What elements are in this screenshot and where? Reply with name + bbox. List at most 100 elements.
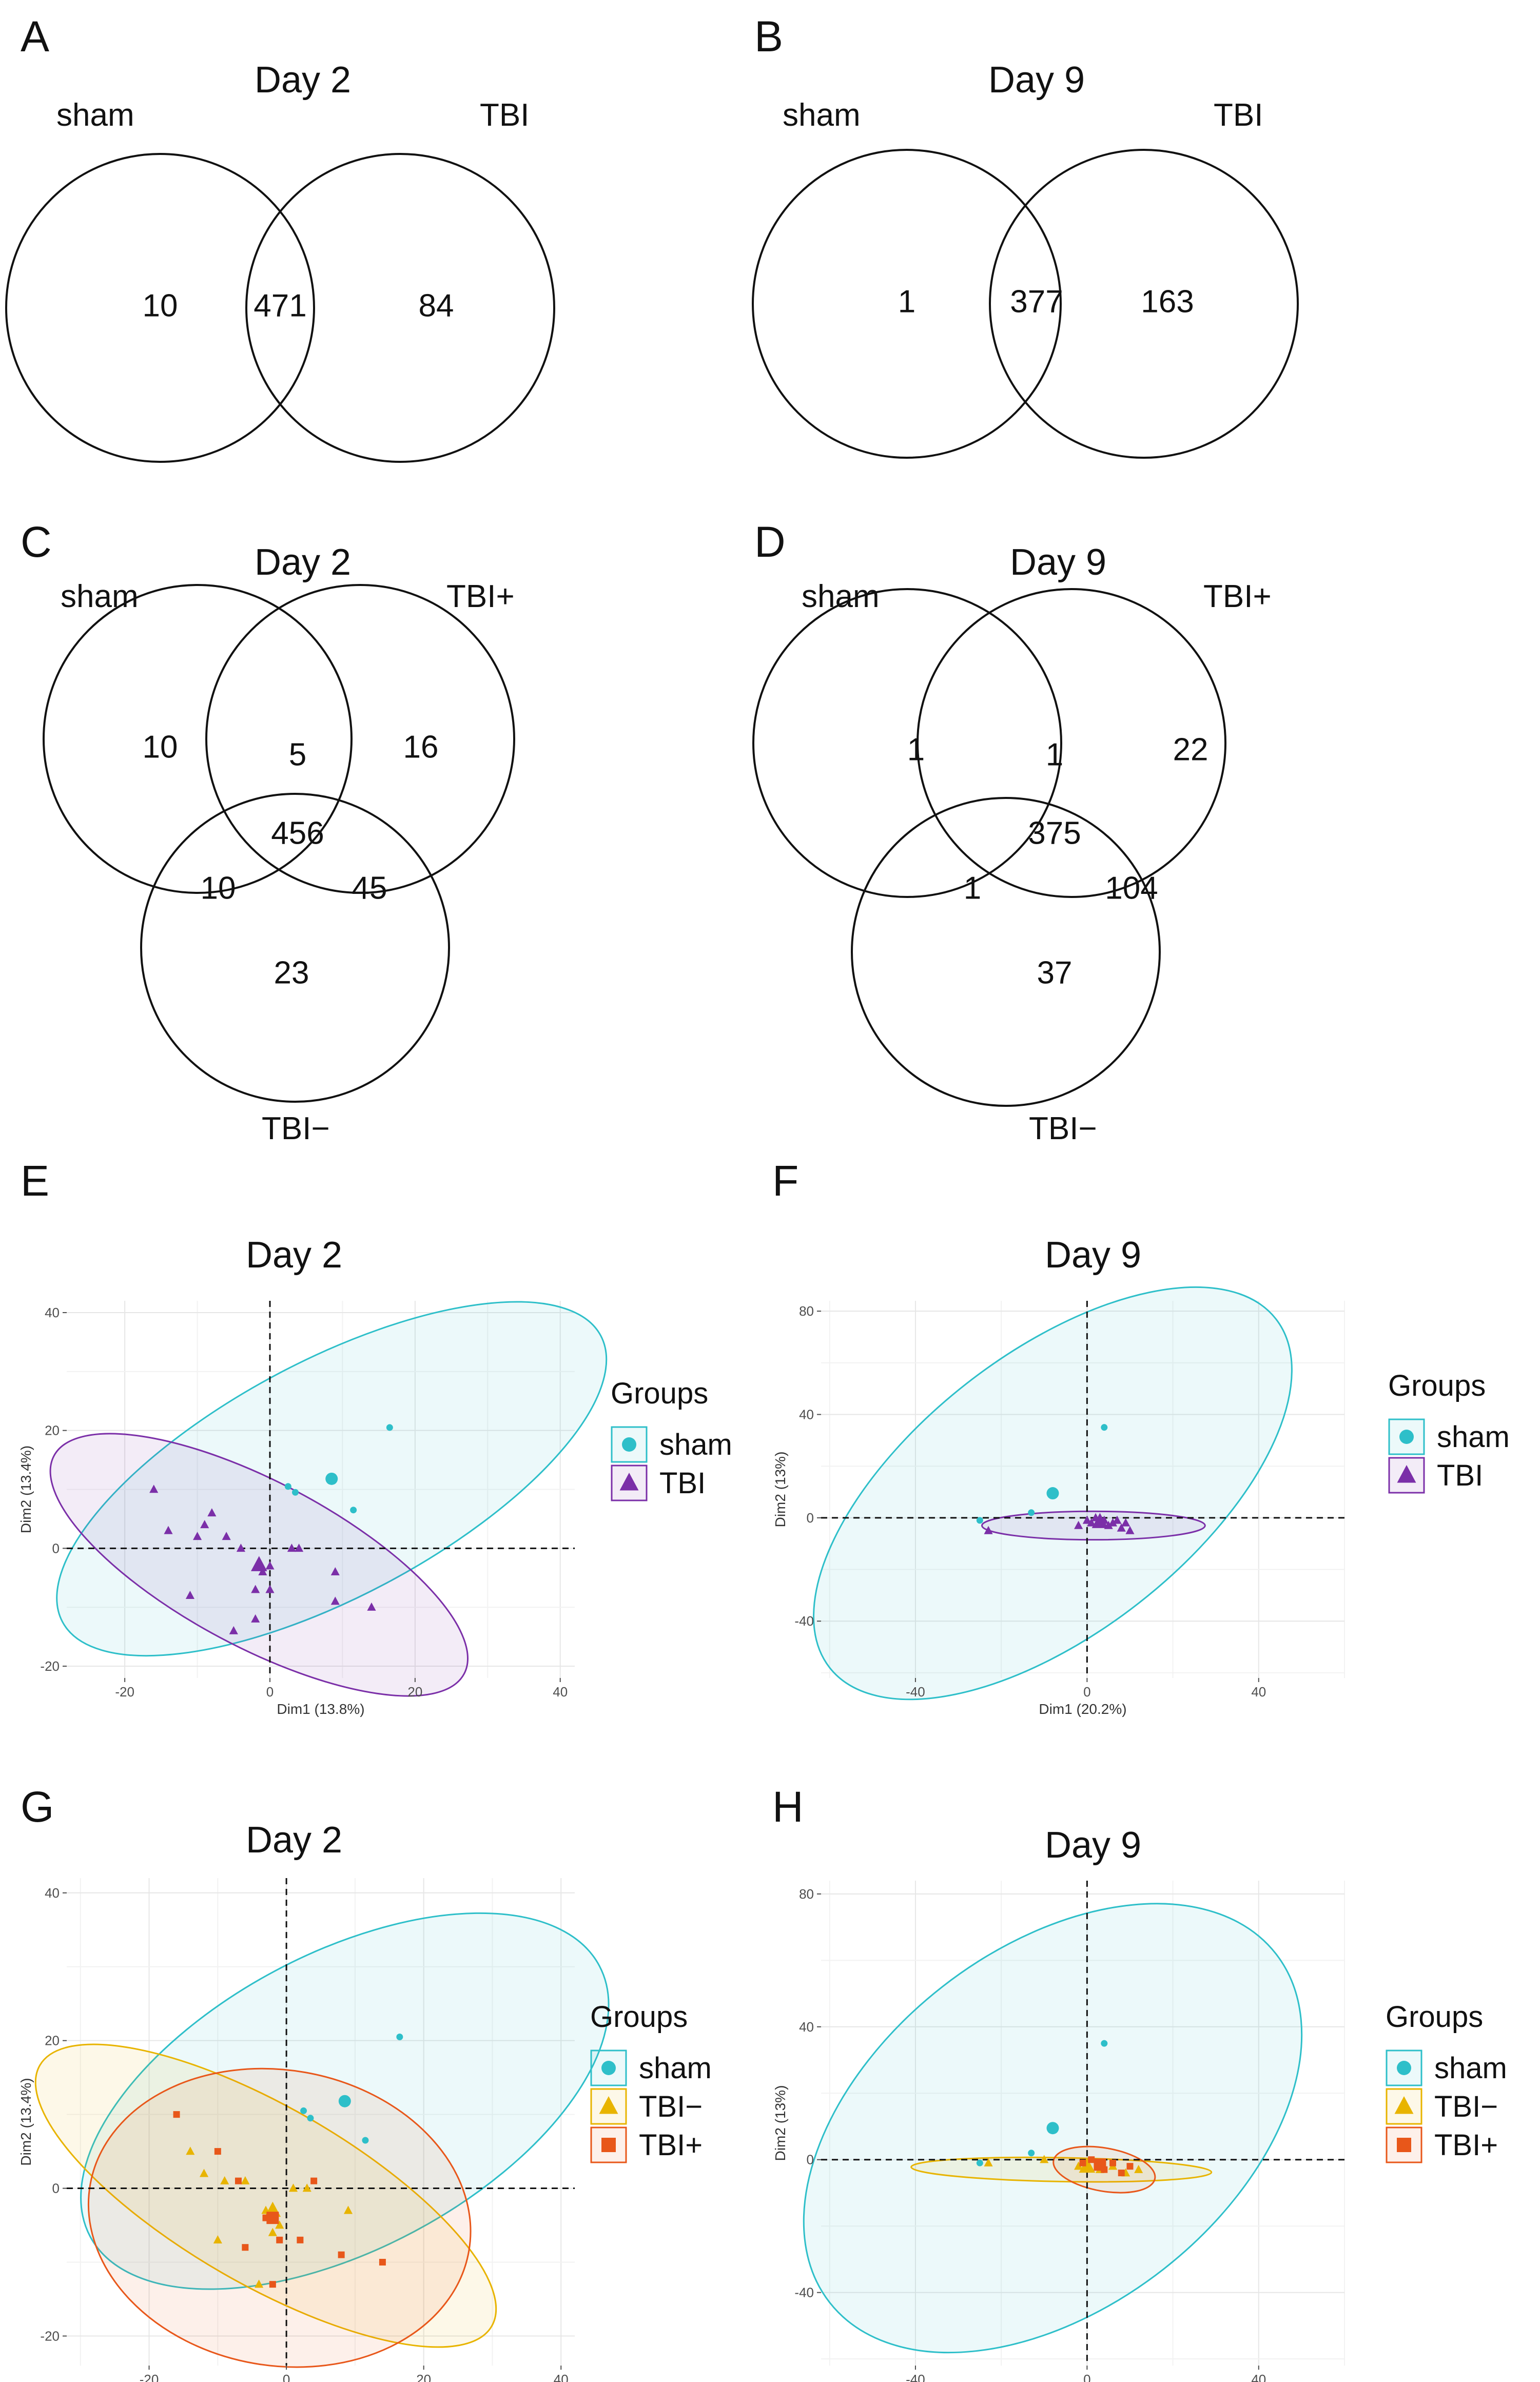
venn-circle-tbi xyxy=(245,153,555,463)
y-tick-label: 20 xyxy=(45,2033,60,2048)
panel-title: Day 9 xyxy=(988,60,1085,101)
data-point-tbi xyxy=(1117,1523,1126,1532)
legend-label-tbiplus: TBI+ xyxy=(639,2129,703,2162)
data-point-tbiminus xyxy=(343,2205,353,2214)
data-point-tbi xyxy=(200,1520,209,1529)
confidence-ellipse-tbiplus xyxy=(87,2067,472,2368)
venn-count-tbi: 84 xyxy=(419,288,454,323)
centroid-tbiplus xyxy=(266,2212,279,2224)
data-point-tbiminus xyxy=(288,2183,298,2192)
legend-marker-tbiplus xyxy=(1397,2138,1411,2152)
data-point-tbi xyxy=(1113,1515,1122,1524)
data-point-tbi xyxy=(330,1596,340,1605)
legend-marker-sham xyxy=(1397,2061,1411,2075)
venn-count-sham-tbiminus: 10 xyxy=(201,870,236,906)
venn-set-label-tbiplus: TBI+ xyxy=(1203,579,1272,614)
venn-count-sham: 10 xyxy=(143,729,178,765)
venn-circle-sham xyxy=(752,149,1062,459)
data-point-tbiminus xyxy=(213,2235,222,2244)
data-point-tbiminus xyxy=(255,2279,264,2288)
data-point-tbiminus xyxy=(199,2169,209,2177)
legend-marker-tbiplus xyxy=(601,2138,616,2152)
legend-label-sham: sham xyxy=(659,1428,732,1461)
data-point-tbiminus xyxy=(186,2146,195,2155)
data-point-tbiminus xyxy=(1134,2164,1143,2173)
y-axis-label: Dim2 (13.4%) xyxy=(18,2078,34,2165)
legend-marker-sham xyxy=(622,1437,636,1452)
data-point-tbi xyxy=(258,1567,267,1576)
panel-letter: H xyxy=(772,1783,804,1831)
legend-marker-tbi xyxy=(619,1473,639,1491)
x-tick-label: 0 xyxy=(1083,2372,1090,2382)
centroid-sham xyxy=(325,1472,338,1485)
data-point-sham xyxy=(350,1507,357,1514)
venn-count-sham: 1 xyxy=(907,732,925,767)
y-tick-label: 20 xyxy=(45,1423,60,1438)
y-tick-label: 80 xyxy=(799,1303,814,1319)
x-tick-label: 20 xyxy=(416,2372,431,2382)
x-tick-label: 40 xyxy=(1251,2372,1266,2382)
data-point-tbi xyxy=(1074,1520,1083,1529)
panel-title: Day 9 xyxy=(1045,1825,1141,1866)
data-point-tbi xyxy=(265,1585,275,1593)
venn-set-label-sham: sham xyxy=(61,579,139,614)
x-tick-label: -40 xyxy=(906,1684,925,1700)
data-point-tbiplus xyxy=(297,2236,304,2243)
y-tick-label: -20 xyxy=(40,2328,60,2344)
legend-label-tbiplus: TBI+ xyxy=(1434,2129,1498,2162)
data-point-sham xyxy=(362,2137,369,2144)
legend-label-sham: sham xyxy=(1434,2052,1507,2085)
panel-letter: G xyxy=(21,1783,54,1831)
x-axis-label: Dim1 (20.2%) xyxy=(1039,1701,1126,1717)
venn-circle-sham xyxy=(752,588,1062,898)
venn-count-sham-tbiplus: 1 xyxy=(1046,737,1063,772)
y-tick-label: 80 xyxy=(799,1886,814,1902)
venn-set-label-tbi: TBI xyxy=(480,97,529,133)
data-point-tbiplus xyxy=(1126,2163,1134,2170)
venn-circle-sham xyxy=(43,584,353,894)
data-point-sham xyxy=(1028,1509,1035,1516)
centroid-sham xyxy=(338,2095,351,2107)
data-point-tbiplus xyxy=(235,2177,242,2184)
data-point-tbiplus xyxy=(1118,2170,1125,2177)
data-point-tbiplus xyxy=(1109,2159,1117,2166)
legend-label-tbiminus: TBI− xyxy=(1434,2090,1498,2123)
panel-letter: C xyxy=(21,518,52,566)
legend-marker-tbiminus xyxy=(1394,2096,1414,2114)
legend-marker-sham xyxy=(1399,1430,1414,1444)
centroid-sham xyxy=(1046,2122,1059,2135)
data-point-tbiplus xyxy=(242,2244,249,2251)
data-point-sham xyxy=(1101,1424,1108,1431)
x-tick-label: 40 xyxy=(554,2372,569,2382)
data-point-sham xyxy=(1101,2040,1108,2047)
data-point-tbiplus xyxy=(214,2148,221,2155)
data-point-tbi xyxy=(164,1526,173,1534)
data-point-tbiminus xyxy=(268,2228,277,2236)
data-point-tbiplus xyxy=(1079,2159,1086,2166)
venn-count-tbiminus: 23 xyxy=(274,955,309,990)
data-point-tbi xyxy=(185,1590,195,1599)
venn-set-label-tbiminus: TBI− xyxy=(1029,1111,1097,1146)
data-point-tbiminus xyxy=(1040,2155,1049,2163)
panel-title: Day 2 xyxy=(246,1235,342,1276)
x-tick-label: 0 xyxy=(283,2372,290,2382)
venn-set-label-tbiplus: TBI+ xyxy=(446,579,515,614)
y-tick-label: 0 xyxy=(807,1510,814,1526)
data-point-sham xyxy=(292,1489,299,1496)
legend-key-tbiplus xyxy=(590,2126,627,2163)
legend-label-tbi: TBI xyxy=(659,1467,706,1500)
data-point-sham xyxy=(284,1483,291,1490)
data-point-tbi xyxy=(222,1532,231,1540)
legend-title: Groups xyxy=(1388,1369,1486,1402)
venn-count-sham-tbiplus-tbiminus: 375 xyxy=(1028,815,1081,851)
legend-title: Groups xyxy=(611,1377,708,1410)
plot-grid xyxy=(821,1881,1345,2366)
data-point-tbiplus xyxy=(276,2236,283,2243)
